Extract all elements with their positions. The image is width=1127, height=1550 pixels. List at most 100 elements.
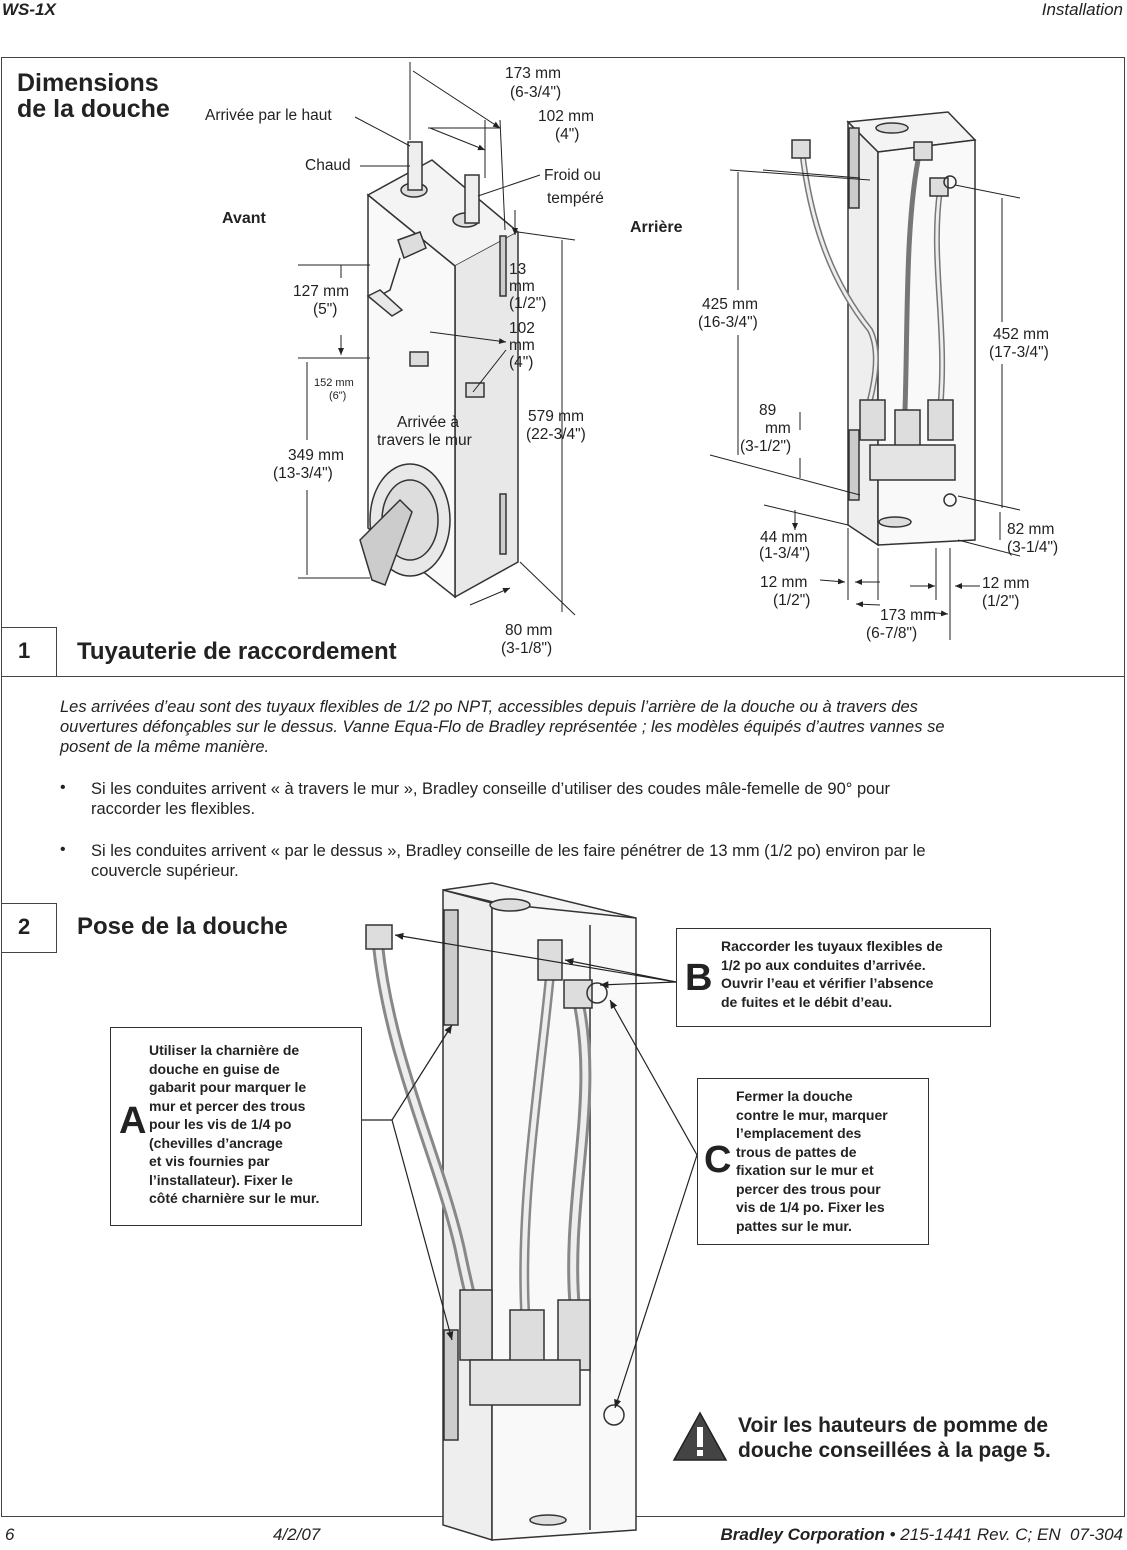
callout-a-line: pour les vis de 1/4 po — [149, 1116, 292, 1132]
step1-intro-line3: posent de la même manière. — [60, 738, 270, 756]
dim-89-b: mm — [765, 420, 791, 437]
callout-b-line: Raccorder les tuyaux flexibles de — [721, 938, 943, 954]
footer-page-number: 6 — [5, 1525, 15, 1544]
dim-173-top-in: (6-3/4") — [510, 84, 562, 101]
step2-title: Pose de la douche — [77, 913, 288, 940]
callout-c-letter: C — [704, 1139, 732, 1181]
dim-44-mm: 44 mm — [760, 529, 808, 546]
callout-a-line: côté charnière sur le mur. — [149, 1190, 320, 1206]
dim-89-in: (3-1/2") — [740, 438, 792, 455]
callout-a-line: (chevilles d’ancrage — [149, 1134, 283, 1151]
dim-12-right-mm: 12 mm — [982, 575, 1030, 592]
back-view-label: Arrière — [630, 219, 683, 236]
footer-doc-info: Bradley Corporation • 215-1441 Rev. C; E… — [721, 1525, 1123, 1545]
dim-579-in: (22-3/4") — [526, 426, 586, 443]
dim-102-top-mm: 102 mm — [538, 108, 594, 125]
dim-173-bottom-in: (6-7/8") — [866, 625, 918, 642]
dim-102-mid-b: mm — [509, 337, 535, 354]
dim-82-mm: 82 mm — [1007, 521, 1055, 538]
wall-inlet-label-line2: travers le mur — [377, 432, 472, 449]
step1-divider — [1, 676, 1125, 677]
step1-bullet2: Si les conduites arrivent « par le dessu… — [91, 841, 926, 881]
callout-c-line: contre le mur, marquer — [736, 1106, 888, 1123]
callout-a-line: et vis fournies par — [149, 1153, 270, 1169]
dim-349-mm: 349 mm — [288, 447, 344, 464]
callout-a-text: Utiliser la charnière de douche en guise… — [149, 1041, 319, 1208]
dim-12-left-in: (1/2") — [773, 592, 811, 609]
callout-b-line: 1/2 po aux conduites d’arrivée. — [721, 956, 926, 973]
callout-a: A Utiliser la charnière de douche en gui… — [110, 1027, 362, 1226]
dim-102-top-in: (4") — [555, 126, 580, 143]
dim-173-bottom-mm: 173 mm — [880, 607, 936, 624]
step1-bullet1-line1: Si les conduites arrivent « à travers le… — [91, 780, 890, 798]
dim-452-in: (17-3/4") — [989, 344, 1049, 361]
top-inlet-label: Arrivée par le haut — [205, 107, 332, 124]
callout-c: C Fermer la douche contre le mur, marque… — [697, 1078, 929, 1245]
dim-152-mm: 152 mm — [314, 377, 354, 389]
dim-452-mm: 452 mm — [993, 326, 1049, 343]
dim-349-in: (13-3/4") — [273, 465, 333, 482]
header-section: Installation — [1041, 0, 1123, 19]
step1-bullet2-line2: couvercle supérieur. — [91, 862, 239, 880]
warning-icon — [672, 1411, 728, 1461]
front-view-label: Avant — [222, 210, 266, 227]
step2-number-box — [1, 903, 57, 953]
callout-b: B Raccorder les tuyaux flexibles de 1/2 … — [676, 928, 991, 1027]
callout-c-line: percer des trous pour — [736, 1180, 881, 1197]
warning-text: Voir les hauteurs de pomme de douche con… — [738, 1413, 1051, 1463]
step1-number: 1 — [18, 638, 31, 663]
footer-date: 4/2/07 — [273, 1525, 321, 1544]
step1-bullet1-line2: raccorder les flexibles. — [91, 800, 256, 818]
dim-89-a: 89 — [759, 402, 777, 419]
dim-152-in: (6") — [329, 390, 347, 402]
dim-425-mm: 425 mm — [702, 296, 758, 313]
footer-company: Bradley Corporation — [720, 1525, 885, 1544]
callout-b-line: Ouvrir l’eau et vérifier l’absence — [721, 975, 934, 991]
dim-13-a: 13 — [509, 261, 527, 278]
callout-a-line: gabarit pour marquer le — [149, 1079, 307, 1095]
dim-80-in: (3-1/8") — [501, 640, 553, 657]
cold-label-line2: tempéré — [547, 190, 604, 207]
dim-173-top-mm: 173 mm — [505, 65, 561, 82]
step2-number: 2 — [18, 914, 31, 939]
bullet2-dot: • — [60, 841, 66, 858]
callout-c-line: pattes sur le mur. — [736, 1217, 852, 1234]
step1-title: Tuyauterie de raccordement — [77, 638, 397, 665]
dimensions-title: Dimensions de la douche — [17, 70, 170, 122]
step1-bullet2-line1: Si les conduites arrivent « par le dessu… — [91, 842, 926, 860]
dim-12-right-in: (1/2") — [982, 593, 1020, 610]
callout-b-text: Raccorder les tuyaux flexibles de 1/2 po… — [721, 937, 943, 1011]
dim-127-mm: 127 mm — [293, 283, 349, 300]
step1-intro: Les arrivées d’eau sont des tuyaux flexi… — [60, 697, 945, 757]
dim-44-in: (1-3/4") — [759, 545, 811, 562]
callout-a-line: mur et percer des trous — [149, 1097, 306, 1114]
dimensions-title-line1: Dimensions — [17, 69, 159, 97]
callout-c-line: Fermer la douche — [736, 1088, 853, 1104]
callout-a-line: l’installateur). Fixer le — [149, 1171, 293, 1188]
callout-c-line: l’emplacement des — [736, 1125, 862, 1141]
bullet1-dot: • — [60, 779, 66, 796]
header-model: WS-1X — [2, 0, 56, 19]
callout-b-line: de fuites et le débit d’eau. — [721, 993, 893, 1010]
dim-579-mm: 579 mm — [528, 408, 584, 425]
callout-a-letter: A — [119, 1100, 147, 1142]
dim-80-mm: 80 mm — [505, 622, 553, 639]
dim-13-in: (1/2") — [509, 295, 547, 312]
dim-12-left-mm: 12 mm — [760, 574, 808, 591]
footer-doc-number: • 215-1441 Rev. C; EN 07-304 — [884, 1525, 1123, 1544]
callout-a-line: Utiliser la charnière de — [149, 1042, 300, 1058]
callout-c-line: trous de pattes de — [736, 1143, 857, 1160]
dim-13-b: mm — [509, 278, 535, 295]
callout-b-letter: B — [685, 957, 713, 999]
hot-label: Chaud — [305, 157, 351, 174]
warning-line2: douche conseillées à la page 5. — [738, 1439, 1051, 1462]
wall-inlet-label-line1: Arrivée à — [397, 414, 460, 431]
front-cabinet-drawing — [359, 141, 520, 599]
step1-intro-line2: ouvertures défonçables sur le dessus. Va… — [60, 718, 945, 736]
dim-82-in: (3-1/4") — [1007, 539, 1059, 556]
warning-line1: Voir les hauteurs de pomme de — [738, 1414, 1049, 1437]
callout-a-line: douche en guise de — [149, 1060, 280, 1077]
dimensions-title-line2: de la douche — [17, 95, 170, 123]
callout-c-line: vis de 1/4 po. Fixer les — [736, 1199, 885, 1215]
